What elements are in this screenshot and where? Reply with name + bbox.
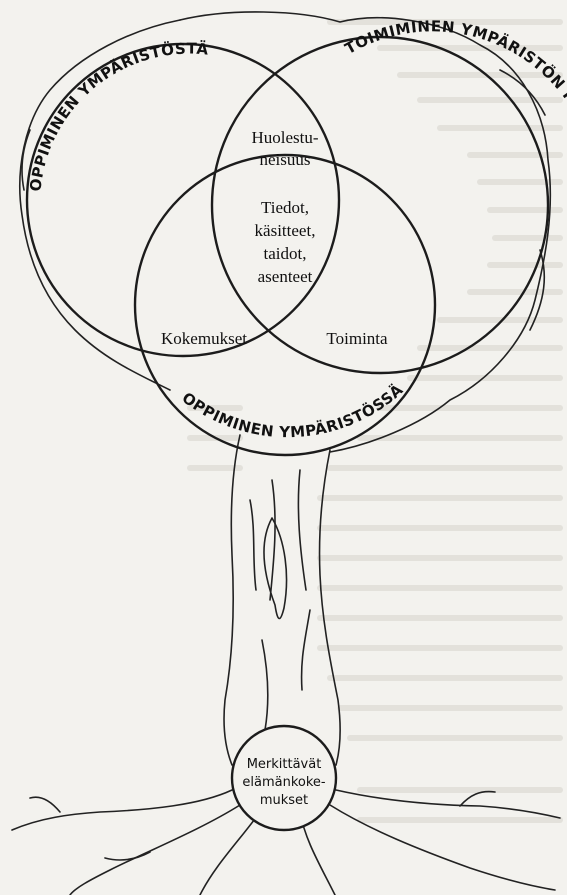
- zone-knowledge-line2: käsitteet,: [255, 221, 316, 240]
- zone-action: Toiminta: [326, 329, 388, 348]
- zone-concern-line2: neisuus: [260, 150, 311, 169]
- zone-concern-line1: Huolestu-: [251, 128, 318, 147]
- root-label-line1: Merkittävät: [247, 757, 322, 772]
- zone-knowledge-line1: Tiedot,: [261, 198, 309, 217]
- root-label-line3: mukset: [260, 793, 308, 808]
- root-label-line2: elämänkoke-: [242, 775, 326, 790]
- zone-experiences: Kokemukset: [161, 329, 247, 348]
- zone-knowledge-line3: taidot,: [264, 244, 307, 263]
- zone-knowledge-line4: asenteet: [258, 267, 313, 286]
